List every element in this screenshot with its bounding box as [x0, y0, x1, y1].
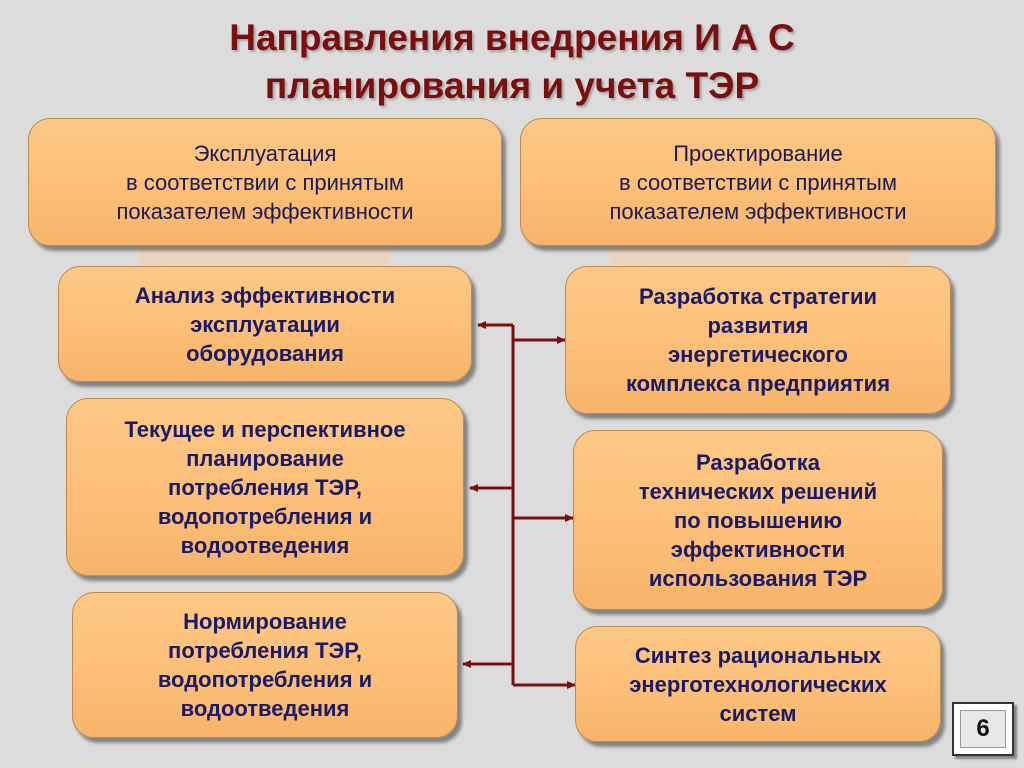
box-design-line-1: Проектирование [673, 140, 843, 166]
box-efficiency-analysis-line-1: Анализ эффективности [134, 282, 396, 308]
slide-title: Направления внедрения И А С планирования… [0, 14, 1024, 110]
box-consumption-planning-line-1: Текущее и перспективное [124, 416, 406, 442]
box-strategy-development-line-4: комплекса предприятия [625, 371, 891, 396]
box-design: Проектирование в соответствии с принятым… [520, 118, 996, 246]
slide-title-line-1: Направления внедрения И А С [229, 17, 795, 58]
box-consumption-planning: Текущее и перспективное планирование пот… [66, 398, 464, 576]
box-rationing: Нормирование потребления ТЭР, водопотреб… [72, 592, 458, 738]
box-consumption-planning-line-3: потребления ТЭР, [168, 474, 362, 500]
box-synthesis-line-3: систем [719, 700, 797, 726]
box-rationing-line-4: водоотведения [180, 696, 350, 721]
slide-number-frame: 6 [952, 702, 1014, 756]
box-consumption-planning-line-5: водоотведения [180, 532, 350, 558]
box-rationing-line-1: Нормирование [183, 609, 347, 634]
box-technical-solutions-line-1: Разработка [696, 449, 820, 475]
box-synthesis: Синтез рациональных энерготехнологически… [575, 626, 941, 742]
box-synthesis-line-1: Синтез рациональных [634, 642, 882, 668]
box-consumption-planning-line-4: водопотребления и [157, 503, 373, 529]
box-technical-solutions-line-2: технических решений [638, 478, 878, 504]
box-design-line-3: показателем эффективности [609, 198, 907, 224]
box-operation-line-3: показателем эффективности [116, 198, 414, 224]
box-technical-solutions-line-4: эффективности [670, 536, 846, 562]
box-rationing-line-2: потребления ТЭР, [168, 638, 362, 663]
box-operation-line-1: Эксплуатация [193, 140, 337, 166]
box-technical-solutions-line-5: использования ТЭР [648, 565, 868, 591]
box-technical-solutions-line-3: по повышению [673, 507, 843, 533]
box-efficiency-analysis-line-3: оборудования [186, 340, 344, 366]
box-efficiency-analysis-line-2: эксплуатации [190, 311, 340, 337]
box-strategy-development: Разработка стратегии развития энергетиче… [565, 266, 951, 414]
slide-title-line-2: планирования и учета ТЭР [264, 65, 760, 106]
box-strategy-development-line-1: Разработка стратегии [638, 284, 877, 309]
slide-number: 6 [960, 710, 1006, 748]
box-efficiency-analysis: Анализ эффективности эксплуатации оборуд… [58, 266, 472, 382]
box-technical-solutions: Разработка технических решений по повыше… [573, 430, 943, 610]
box-operation: Эксплуатация в соответствии с принятым п… [28, 118, 502, 246]
box-rationing-line-3: водопотребления и [157, 667, 373, 692]
box-design-line-2: в соответствии с принятым [619, 169, 897, 195]
box-synthesis-line-2: энерготехнологических [629, 671, 887, 697]
box-strategy-development-line-3: энергетического [668, 342, 848, 367]
box-consumption-planning-line-2: планирование [186, 445, 344, 471]
box-strategy-development-line-2: развития [707, 313, 809, 338]
box-operation-line-2: в соответствии с принятым [126, 169, 404, 195]
